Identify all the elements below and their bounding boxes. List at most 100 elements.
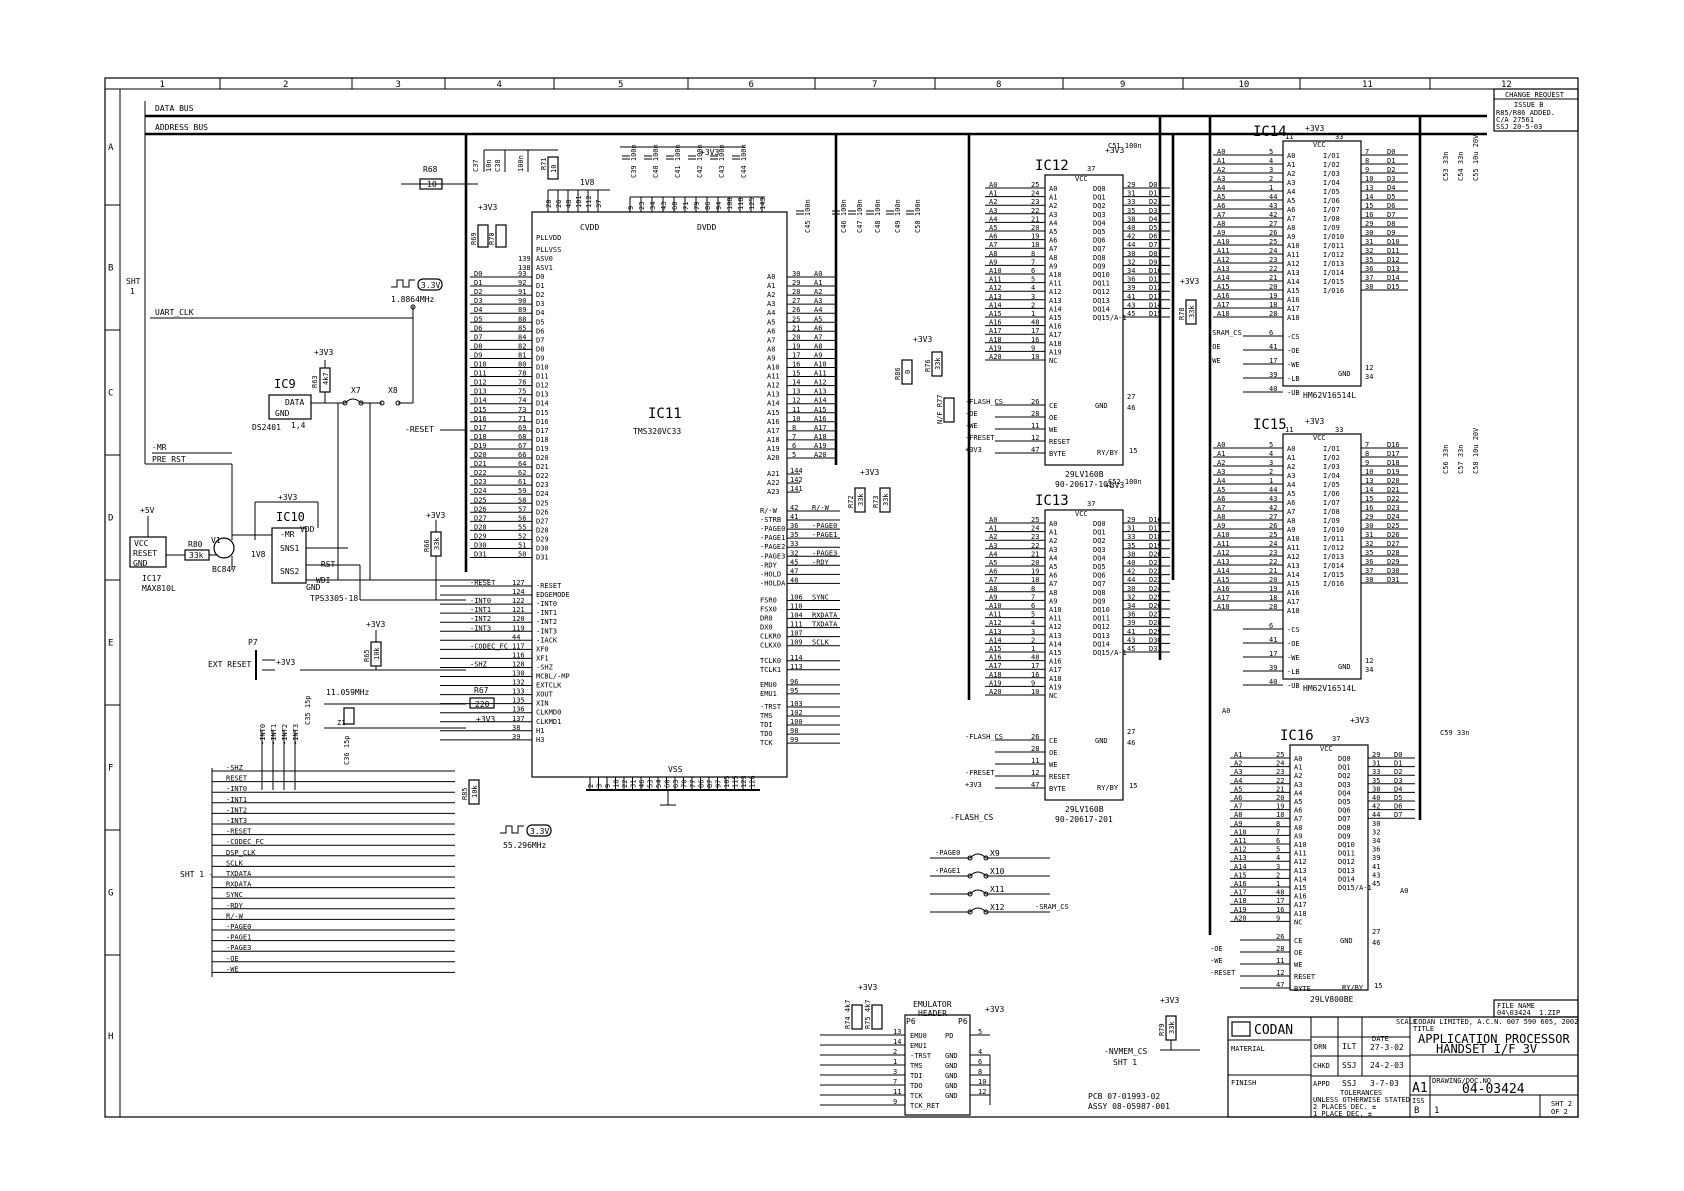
ic13-a-net: A12	[989, 619, 1002, 627]
emul-3v3: +3V3	[985, 1005, 1004, 1014]
ic11-d-pin: 73	[518, 406, 526, 414]
ic11-rctrl-pinname: R/-W	[760, 507, 778, 515]
tolerances: TOLERANCES	[1340, 1089, 1382, 1097]
ic11-a-net: A16	[814, 415, 827, 423]
ic16-a-pin: 23	[1276, 768, 1284, 776]
ic14-d-pinname: I/O14	[1323, 269, 1344, 277]
ic13-ctrl-pin: 28	[1031, 745, 1039, 753]
ic11-a-pinname: A4	[767, 309, 775, 317]
ic16-a-pin: 25	[1276, 751, 1284, 759]
ic11-cvdd-pin: 112	[585, 195, 593, 208]
ic11-ctrl-pin: 137	[512, 715, 525, 723]
emul-pin-name: TDI	[910, 1072, 923, 1080]
ic16-d-net: D4	[1394, 785, 1402, 793]
r86-value: 0	[904, 370, 912, 374]
ic11-d-pinname: D14	[536, 400, 549, 408]
ic14-a-pin: 5	[1269, 148, 1273, 156]
ic13-a-net: A17	[989, 662, 1002, 670]
ic12-a-net: A7	[989, 241, 997, 249]
ic11-rctrl-pinname: DR0	[760, 615, 773, 623]
ic12-d-net: D5	[1149, 224, 1157, 232]
ic14-a-pin: 24	[1269, 247, 1277, 255]
ic12-d-pinname: DQ4	[1093, 219, 1106, 227]
ic13-ryby: RY/BY	[1097, 784, 1119, 792]
data-bus-label: DATA BUS	[155, 104, 194, 113]
ic16-ctrl-pin: 28	[1276, 945, 1284, 953]
ic12-a-pinname: A0	[1049, 185, 1057, 193]
ic11-rctrl-pinname: EMU1	[760, 690, 777, 698]
ic14-d-pin: 29	[1365, 220, 1373, 228]
ic13-d-pin: 31	[1127, 525, 1135, 533]
ic11-vss-pin: 87	[706, 780, 714, 788]
ic16-d-pin: 31	[1372, 760, 1380, 768]
emul-right-num: 10	[978, 1078, 986, 1086]
ic15-d-pin: 8	[1365, 450, 1369, 458]
ic11-dvdd-pin: 9	[627, 206, 635, 210]
ic14-d-net: D4	[1387, 184, 1395, 192]
ic15-part: HM62V16514L	[1303, 684, 1356, 693]
ic11-a-pin: 14	[792, 379, 800, 387]
ic16-pin37: 37	[1332, 735, 1340, 743]
ic10-part: TPS3305-18	[310, 594, 358, 603]
ic14-a-pinname: A11	[1287, 251, 1300, 259]
ic11-d-net: D3	[474, 297, 482, 305]
ic15-a-pinname: A7	[1287, 508, 1295, 516]
ic12-d-net: D10	[1149, 267, 1162, 275]
ic11-d-net: D24	[474, 487, 487, 495]
ic14-d-pin: 36	[1365, 265, 1373, 273]
ic14-a-net: A18	[1217, 310, 1230, 318]
ic13-a-pinname: A16	[1049, 658, 1062, 666]
ic11-a-pinname: A10	[767, 364, 780, 372]
ic11-a-extra-pin: 141	[790, 485, 803, 493]
ic14-d-pin: 35	[1365, 256, 1373, 264]
r73-name: R73	[872, 495, 880, 508]
int-net-label: -INT2	[281, 724, 289, 745]
column-label: 10	[1239, 80, 1250, 90]
ic11-d-pinname: D3	[536, 300, 544, 308]
row-label: E	[108, 639, 113, 649]
chkd-label: CHKD	[1313, 1062, 1330, 1070]
r65-3v3: +3V3	[366, 620, 385, 629]
ic12-ctrl-pin: 47	[1031, 446, 1039, 454]
ic14-a-pinname: A9	[1287, 233, 1295, 241]
ic11-d-net: D22	[474, 469, 487, 477]
reset-net-left: -RESET	[405, 425, 434, 434]
ic15-d-pin: 9	[1365, 459, 1369, 467]
ic14-d-pinname: I/O3	[1323, 170, 1340, 178]
ic11-rctrl-net: SCLK	[812, 639, 830, 647]
ic11-ctrl-pinname: CLKMD0	[536, 709, 561, 717]
ic11-rctrl-pinname: TDO	[760, 730, 773, 738]
ic11-dvdd-pin: 125	[748, 197, 756, 210]
r75-label: R75 4k7	[864, 999, 872, 1029]
ic11-pllvss: PLLVSS	[536, 246, 561, 254]
title-line2: HANDSET I/F 3V	[1436, 1042, 1537, 1056]
ic11-a-net: A19	[814, 442, 827, 450]
ic16-a-pinname: A12	[1294, 858, 1307, 866]
ic15-vpin: 11	[1285, 426, 1293, 434]
ic15-ctrl-pin: 40	[1269, 678, 1277, 686]
ic12-a-pinname: A14	[1049, 305, 1062, 313]
ic13-vcc: VCC	[1075, 510, 1088, 518]
ic12-a-net: A4	[989, 215, 997, 223]
ic13-gnd-pin: 27	[1127, 728, 1135, 736]
ic11-cvdd-pin: 20	[545, 200, 553, 208]
ic12-d-net: D9	[1149, 258, 1157, 266]
ic14-d-pin: 37	[1365, 274, 1373, 282]
ic16-a-net: A10	[1234, 828, 1247, 836]
ic15-a-net: A17	[1217, 594, 1230, 602]
ic14-d-pin: 30	[1365, 229, 1373, 237]
ic14-a-pinname: A10	[1287, 242, 1300, 250]
ic15-ctrl-pin: 17	[1269, 650, 1277, 658]
ic11-d-pinname: D22	[536, 472, 549, 480]
ic11-d-net: D16	[474, 415, 487, 423]
ic13-ctrl-pin: 26	[1031, 733, 1039, 741]
ic15-d-pin: 15	[1365, 495, 1373, 503]
column-label: 1	[160, 80, 165, 90]
ic14-d-net: D10	[1387, 238, 1400, 246]
ic14-a-pinname: A17	[1287, 305, 1300, 313]
nvmem-net: -NVMEM_CS	[1104, 1047, 1148, 1056]
column-label: 4	[497, 80, 502, 90]
ic12-a-net: A20	[989, 353, 1002, 361]
ic16-a-pinname: A4	[1294, 789, 1302, 797]
ic16-a-pinname: A9	[1294, 832, 1302, 840]
